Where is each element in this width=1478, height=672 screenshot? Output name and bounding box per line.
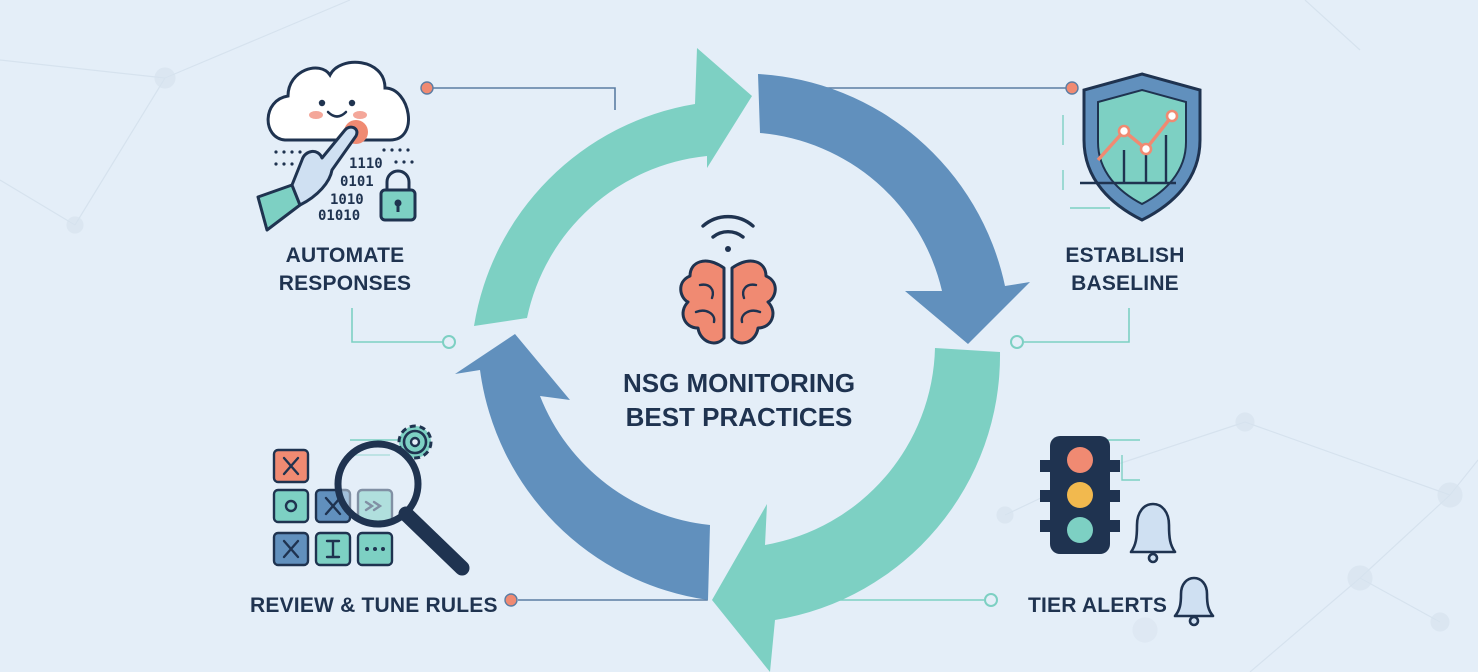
- wifi-icon: [701, 214, 755, 252]
- arrow-blue-left: [455, 334, 710, 600]
- bell-icon-small: [1173, 576, 1215, 627]
- connector-automate-top: [433, 87, 616, 110]
- lock-icon: [379, 169, 417, 222]
- binary-dots: [274, 148, 414, 166]
- cycle-arrows: [455, 48, 1030, 672]
- baseline-line-2: BASELINE: [1071, 272, 1179, 295]
- svg-text:1110: 1110: [349, 156, 383, 172]
- title-line-2: BEST PRACTICES: [625, 402, 853, 432]
- step-tier-alerts: TIER ALERTS: [1028, 594, 1168, 617]
- svg-text:01010: 01010: [318, 208, 360, 224]
- automate-line-1: AUTOMATE: [285, 244, 405, 267]
- svg-text:1010: 1010: [330, 192, 364, 208]
- brain-icon: [679, 259, 777, 345]
- arrow-teal-bottom: [712, 348, 1001, 672]
- grid-icon: [272, 448, 394, 567]
- title-line-1: NSG MONITORING: [622, 368, 856, 398]
- baseline-line-1: ESTABLISH: [1065, 244, 1185, 267]
- shield-chart-icon: [1080, 72, 1202, 222]
- automate-line-2: RESPONSES: [278, 272, 412, 295]
- step-establish-baseline: ESTABLISH BASELINE: [1040, 242, 1210, 298]
- traffic-light-icon: [1040, 436, 1120, 554]
- arrow-blue-right: [758, 74, 1030, 344]
- connector-automate-bottom: [351, 308, 443, 343]
- arrow-teal-top: [474, 48, 752, 326]
- binary-text: 1110 0101 1010 01010: [318, 156, 383, 224]
- step-automate-responses: AUTOMATE RESPONSES: [250, 242, 440, 298]
- step-review-tune-rules: REVIEW & TUNE RULES: [250, 594, 498, 617]
- cloud-icon: [266, 60, 410, 144]
- hand-icon: [256, 125, 359, 232]
- connector-baseline-bottom: [1024, 308, 1130, 343]
- svg-text:0101: 0101: [340, 174, 374, 190]
- magnifier-icon: [334, 440, 470, 576]
- bell-icon: [1129, 502, 1177, 564]
- gear-icon: [397, 424, 433, 460]
- diagram-title: NSG MONITORING BEST PRACTICES: [589, 366, 889, 434]
